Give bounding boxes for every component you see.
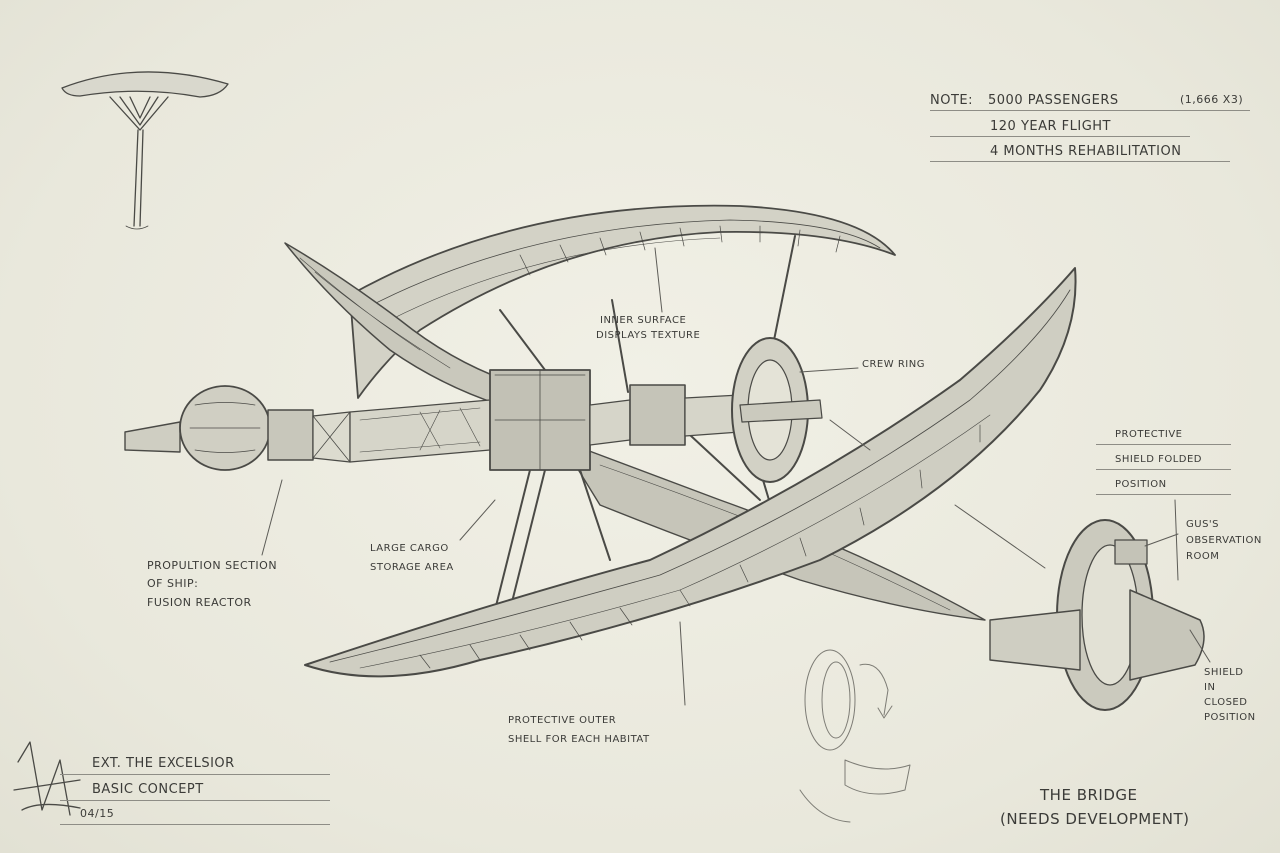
title-block-date: 04/15: [80, 807, 115, 820]
label-shield-folded-3: POSITION: [1115, 479, 1167, 490]
label-propulsion-1: PROPULTION SECTION: [147, 559, 278, 572]
label-rule: [1096, 444, 1231, 445]
label-propulsion-3: FUSION REACTOR: [147, 596, 252, 609]
front-habitat-shell: [304, 267, 1077, 678]
label-outer-shell-2: SHELL FOR EACH HABITAT: [508, 734, 650, 745]
label-shield-folded-2: SHIELD FOLDED: [1115, 454, 1202, 465]
note-passengers: 5000 PASSENGERS: [988, 93, 1119, 108]
label-outer-shell-1: PROTECTIVE OUTER: [508, 715, 617, 726]
label-inner-surface-1: INNER SURFACE: [600, 315, 687, 326]
label-bridge-1: THE BRIDGE: [1040, 786, 1138, 804]
note-rule: [930, 161, 1230, 162]
label-shield-folded-1: PROTECTIVE: [1115, 429, 1183, 440]
label-bridge-2: (NEEDS DEVELOPMENT): [1000, 810, 1190, 828]
title-block-subtitle: BASIC CONCEPT: [92, 782, 204, 797]
artist-signature: [13, 741, 81, 816]
note-rule: [930, 136, 1190, 137]
central-spine: [124, 369, 741, 471]
label-obs-3: ROOM: [1186, 551, 1220, 562]
title-rule: [60, 774, 330, 775]
leader-lines: [261, 247, 1211, 706]
note-rule: [930, 110, 1250, 111]
label-crew-ring: CREW RING: [862, 359, 925, 370]
label-rule: [1096, 494, 1231, 495]
upper-habitat-shell: [349, 204, 896, 399]
label-shield-closed-1: SHIELD: [1204, 667, 1244, 678]
note-rehab: 4 MONTHS REHABILITATION: [990, 144, 1182, 159]
label-cargo-2: STORAGE AREA: [370, 562, 454, 573]
rotation-sketch: [799, 649, 911, 823]
label-obs-2: OBSERVATION: [1186, 535, 1262, 546]
side-view-thumbnail: [61, 71, 229, 230]
crew-ring: [731, 337, 823, 483]
title-rule: [60, 824, 330, 825]
label-shield-closed-4: POSITION: [1204, 712, 1256, 723]
label-rule: [1096, 469, 1231, 470]
title-rule: [60, 800, 330, 801]
note-flight: 120 YEAR FLIGHT: [990, 119, 1112, 134]
note-label: NOTE:: [930, 93, 973, 108]
label-shield-closed-2: IN: [1204, 682, 1216, 693]
note-passengers-calc: (1,666 X3): [1180, 93, 1244, 106]
label-inner-surface-2: DISPLAYS TEXTURE: [596, 330, 701, 341]
label-obs-1: GUS'S: [1186, 519, 1220, 530]
label-cargo-1: LARGE CARGO: [370, 543, 449, 554]
label-propulsion-2: OF SHIP:: [147, 577, 199, 590]
label-shield-closed-3: CLOSED: [1204, 697, 1248, 708]
bridge-detail: [989, 519, 1205, 711]
title-block-title: EXT. THE EXCELSIOR: [92, 756, 235, 771]
